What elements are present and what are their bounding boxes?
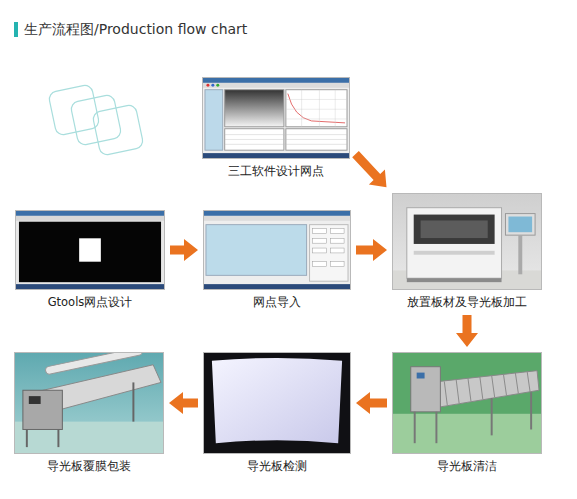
process-step: 导光板检测 (203, 352, 351, 474)
process-step: 网点导入 (203, 210, 351, 310)
machine-photo (393, 194, 541, 289)
process-step: 导光板清洁 (392, 352, 542, 474)
film-packing-machine-photo (15, 353, 163, 453)
light-guide-panel-photo (204, 353, 350, 453)
cleaning-machine-photo (393, 353, 541, 453)
process-step: 导光板覆膜包装 (14, 352, 164, 474)
decorative-squares (40, 72, 150, 162)
flow-arrow (170, 239, 198, 261)
step-caption: 三工软件设计网点 (202, 164, 350, 179)
process-step: 放置板材及导光板加工 (392, 193, 542, 310)
step-caption: 导光板覆膜包装 (14, 459, 164, 474)
software-screenshot (203, 78, 349, 158)
step-caption: 导光板清洁 (392, 459, 542, 474)
title-accent-bar (14, 22, 18, 37)
step-caption: Gtools网点设计 (15, 295, 165, 310)
process-step: Gtools网点设计 (15, 210, 165, 310)
flow-arrow (356, 392, 387, 414)
step-image (15, 210, 165, 290)
flow-arrow (356, 239, 387, 261)
step-image (392, 352, 542, 454)
step-caption: 放置板材及导光板加工 (392, 295, 542, 310)
step-image (203, 352, 351, 454)
step-caption: 网点导入 (203, 295, 351, 310)
step-image (202, 77, 350, 159)
flow-arrow (169, 392, 198, 414)
software-screenshot (204, 211, 350, 289)
step-image (392, 193, 542, 290)
flow-arrow (456, 315, 478, 347)
process-step: 三工软件设计网点 (202, 77, 350, 179)
software-screenshot (16, 211, 164, 289)
step-image (14, 352, 164, 454)
flow-arrow (352, 151, 386, 187)
step-caption: 导光板检测 (203, 459, 351, 474)
chart-title: 生产流程图/Production flow chart (24, 20, 247, 38)
step-image (203, 210, 351, 290)
